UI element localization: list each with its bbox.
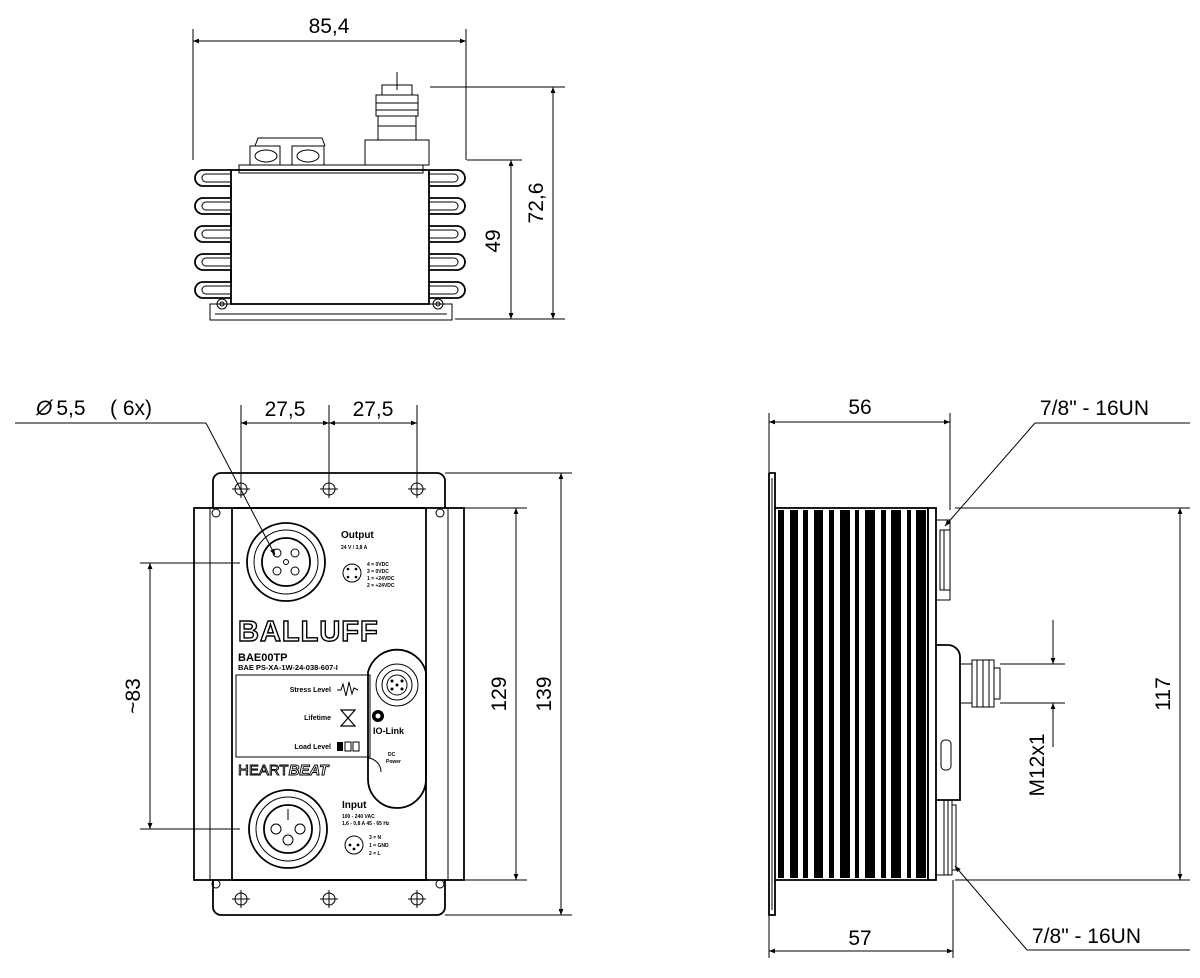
- input-spec-2: 1,6 - 0,8 A 45 - 65 Hz: [342, 821, 390, 827]
- dim-top-height-total: 72,6: [525, 183, 548, 224]
- dim-side-width-bottom: 57: [848, 927, 871, 950]
- dim-thread-top: 7/8" - 16UN: [1040, 397, 1149, 420]
- heartbeat-logo: HEARTBEAT: [238, 762, 330, 779]
- iolink-icon: [372, 710, 384, 722]
- model-name: BAE00TP: [238, 652, 288, 664]
- input-pin-icon: [344, 835, 364, 855]
- input-pin-2: 1 = GND: [369, 843, 389, 849]
- dim-front-height-outer: 139: [533, 676, 556, 711]
- output-pin-4: 2 = +24VDC: [367, 583, 395, 589]
- stress-level-label: Stress Level: [290, 687, 331, 694]
- iolink-label: IO-Link: [373, 726, 405, 736]
- dim-hole-spacing-2: 27,5: [353, 398, 394, 421]
- load-bars-icon: [337, 741, 360, 752]
- heatsink-fins: [778, 510, 926, 878]
- load-level-label: Load Level: [294, 744, 331, 751]
- side-view: 56 57 117 M12x1 7/8" - 16UN 7/8" - 16UN: [768, 396, 1190, 958]
- mounting-hole-tl: [232, 480, 250, 498]
- dim-thread-bottom: 7/8" - 16UN: [1032, 925, 1141, 948]
- dim-hole-vertical: ~83: [122, 678, 145, 714]
- dim-connector-m12: M12x1: [1026, 733, 1049, 796]
- input-pin-3: 2 = L: [369, 851, 381, 857]
- dc-label: DC: [388, 752, 396, 758]
- input-connector: [248, 789, 328, 869]
- dim-hole-count: ( 6x): [110, 397, 152, 420]
- stress-wave-icon: [337, 681, 359, 697]
- mounting-hole-bc: [320, 890, 338, 908]
- hourglass-icon: [339, 709, 357, 727]
- output-pin-1: 4 = 0VDC: [367, 562, 389, 568]
- output-spec: 24 V / 3,8 A: [341, 545, 368, 551]
- output-connector: [246, 522, 326, 602]
- brand-logo: BALLUFF: [238, 616, 379, 648]
- dim-front-height-inner: 129: [488, 676, 511, 711]
- dim-top-width: 85,4: [309, 15, 350, 38]
- output-pin-3: 1 = +24VDC: [367, 576, 395, 582]
- lifetime-label: Lifetime: [304, 715, 331, 722]
- mounting-hole-tc: [320, 480, 338, 498]
- dim-top-height-body: 49: [482, 229, 505, 252]
- iolink-connector: [375, 663, 419, 707]
- mounting-hole-br: [408, 890, 426, 908]
- mounting-hole-bl: [232, 890, 250, 908]
- output-title: Output: [341, 530, 374, 541]
- power-label: Power: [386, 759, 401, 765]
- dim-side-width-top: 56: [848, 396, 871, 419]
- input-spec-1: 100 - 240 VAC: [342, 814, 375, 820]
- output-pin-icon: [342, 563, 362, 583]
- input-pin-1: 3 = N: [369, 835, 381, 841]
- dim-hole-spacing-1: 27,5: [265, 398, 306, 421]
- order-code: BAE PS-XA-1W-24-038-607-I: [238, 663, 338, 672]
- dim-side-height: 117: [1152, 677, 1175, 710]
- top-view: 85,4 49 72,6: [192, 15, 565, 321]
- output-pin-2: 3 = 0VDC: [367, 569, 389, 575]
- mounting-hole-tr: [408, 480, 426, 498]
- input-title: Input: [342, 800, 367, 811]
